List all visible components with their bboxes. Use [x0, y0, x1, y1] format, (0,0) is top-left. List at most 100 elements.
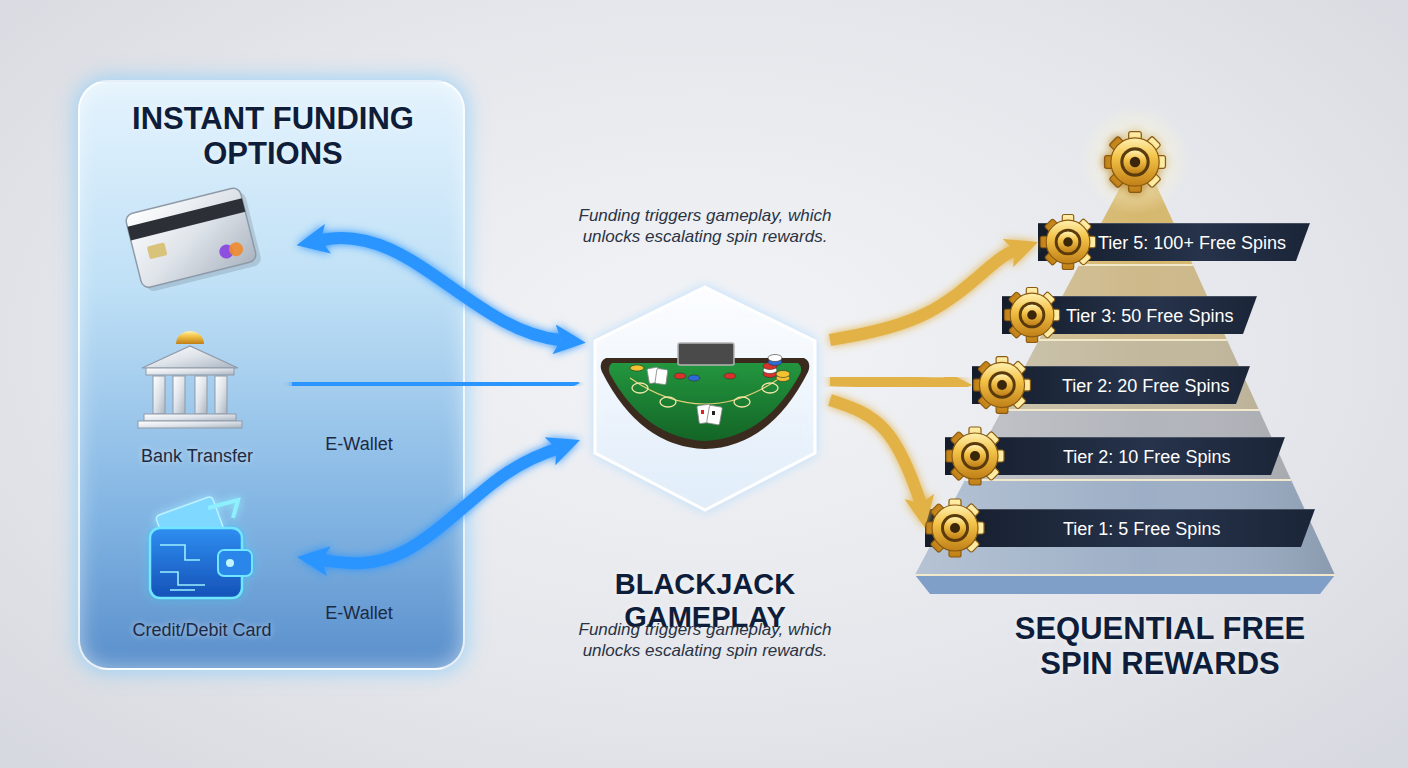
- gear-icon: [1040, 214, 1095, 269]
- tier-label: Tier 5: 100+ Free Spins: [1098, 224, 1310, 262]
- gear-icon: [1105, 132, 1166, 193]
- option-label: Credit/Debit Card: [107, 620, 297, 642]
- blackjack-table: [674, 373, 686, 379]
- gear-icon: [1004, 287, 1059, 342]
- tier-label: Tier 2: 20 Free Spins: [1062, 367, 1250, 405]
- bank-icon: [138, 331, 242, 428]
- pyramid-band-edge: [1039, 339, 1227, 341]
- funding-option: Credit/Debit Card: [107, 512, 297, 647]
- tier-banner: Tier 2: 10 Free Spins: [945, 437, 1285, 475]
- gear-icon: [926, 132, 1165, 557]
- bank-icon: [215, 376, 227, 414]
- bank-icon: [195, 376, 207, 414]
- blackjack-table: [776, 375, 790, 382]
- blackjack-table: [609, 363, 801, 441]
- reward-pyramid: SEQUENTIAL FREE SPIN REWARDS Tier 5: 100+…: [900, 130, 1340, 690]
- blackjack-table: [763, 371, 777, 378]
- credit-card-icon: [130, 190, 263, 292]
- blackjack-table: [678, 343, 734, 365]
- tier-banner: Tier 3: 50 Free Spins: [1002, 296, 1257, 334]
- blackjack-table: [660, 397, 676, 407]
- funding-option: Bank Transfer: [102, 332, 292, 472]
- credit-card-icon: [125, 186, 263, 294]
- bank-icon: [144, 414, 236, 421]
- flow-arrow: [830, 380, 946, 384]
- bank-icon: [153, 376, 165, 414]
- reward-pyramid-art: [915, 105, 1335, 594]
- blackjack-table: [630, 355, 790, 382]
- e-wallet-icon: [208, 500, 238, 518]
- flow-arrow: [323, 449, 556, 563]
- gameplay-hexagon: BLACKJACK GAMEPLAY: [580, 285, 830, 635]
- blackjack-table: [734, 397, 750, 407]
- e-wallet-icon: [155, 496, 224, 552]
- tier-banner: Tier 2: 20 Free Spins: [972, 366, 1250, 404]
- blackjack-table: [763, 363, 777, 370]
- tier-label: Tier 3: 50 Free Spins: [1066, 297, 1257, 335]
- blackjack-table: [688, 375, 700, 381]
- tier-banner: Tier 1: 5 Free Spins: [925, 509, 1315, 547]
- hexagon-outline: [595, 287, 815, 510]
- blackjack-table: [763, 367, 777, 374]
- blackjack-table: [762, 383, 778, 393]
- funding-panel: INSTANT FUNDING OPTIONS Bank TransferCred…: [78, 80, 465, 670]
- blackjack-table: [768, 359, 782, 366]
- pyramid-band-edge: [915, 574, 1335, 576]
- blackjack-table: [724, 373, 736, 379]
- tier-banner: Tier 5: 100+ Free Spins: [1038, 223, 1310, 261]
- pyramid-band-edge: [965, 479, 1291, 481]
- hexagon-heading: BLACKJACK GAMEPLAY: [580, 568, 830, 635]
- e-wallet-icon: [150, 528, 242, 598]
- flow-arrow: [830, 400, 920, 502]
- credit-card-icon: [147, 242, 168, 259]
- blackjack-table: [697, 404, 712, 424]
- tier-label: Tier 2: 10 Free Spins: [1063, 438, 1285, 476]
- e-wallet-icon: [160, 545, 205, 590]
- panel-heading: INSTANT FUNDING OPTIONS: [108, 102, 438, 171]
- blackjack-table: [655, 368, 668, 384]
- gear-icon: [974, 357, 1031, 414]
- option-label: Bank Transfer: [102, 446, 292, 468]
- blackjack-table: [630, 365, 644, 371]
- gear-icon: [926, 499, 984, 557]
- flow-note: Funding triggers gameplay, which unlocks…: [565, 206, 845, 247]
- blackjack-table: [701, 410, 704, 414]
- credit-card-icon: [228, 241, 245, 258]
- pyramid-base: [915, 575, 1335, 594]
- bank-icon: [173, 376, 185, 414]
- blackjack-table: [647, 367, 723, 425]
- e-wallet-icon: [150, 496, 252, 598]
- e-wallet-icon: [226, 559, 234, 567]
- bank-icon: [142, 346, 238, 368]
- blackjack-table: [632, 383, 648, 393]
- blackjack-table: [712, 411, 715, 415]
- bank-icon: [138, 421, 242, 428]
- credit-card-icon: [125, 187, 258, 289]
- blackjack-table: [776, 371, 790, 378]
- bank-icon: [146, 368, 234, 375]
- hexagon-outline: [580, 285, 830, 517]
- pyramid-band-edge: [915, 265, 1335, 575]
- pyramid-band-edge: [1079, 264, 1193, 266]
- pyramid-band-edge: [1002, 409, 1259, 411]
- blackjack-table: [632, 383, 778, 407]
- credit-card-icon: [218, 243, 235, 260]
- blackjack-table: [768, 355, 782, 362]
- blackjack-table: [630, 378, 780, 404]
- tier-label: Tier 1: 5 Free Spins: [1063, 510, 1315, 548]
- pyramid-heading: SEQUENTIAL FREE SPIN REWARDS: [990, 612, 1330, 681]
- blackjack-table: [601, 358, 810, 449]
- funding-arrow: [322, 238, 560, 340]
- gear-icon: [946, 427, 1004, 485]
- flow-arrow: [292, 383, 554, 385]
- flow-arrow: [830, 251, 1014, 340]
- blackjack-table: [707, 405, 723, 425]
- blackjack-table: [601, 343, 810, 449]
- e-wallet-icon: [218, 550, 252, 576]
- credit-card-icon: [127, 198, 245, 240]
- blackjack-table: [647, 367, 660, 384]
- bank-icon: [176, 331, 204, 344]
- apex-glow: [1080, 105, 1190, 215]
